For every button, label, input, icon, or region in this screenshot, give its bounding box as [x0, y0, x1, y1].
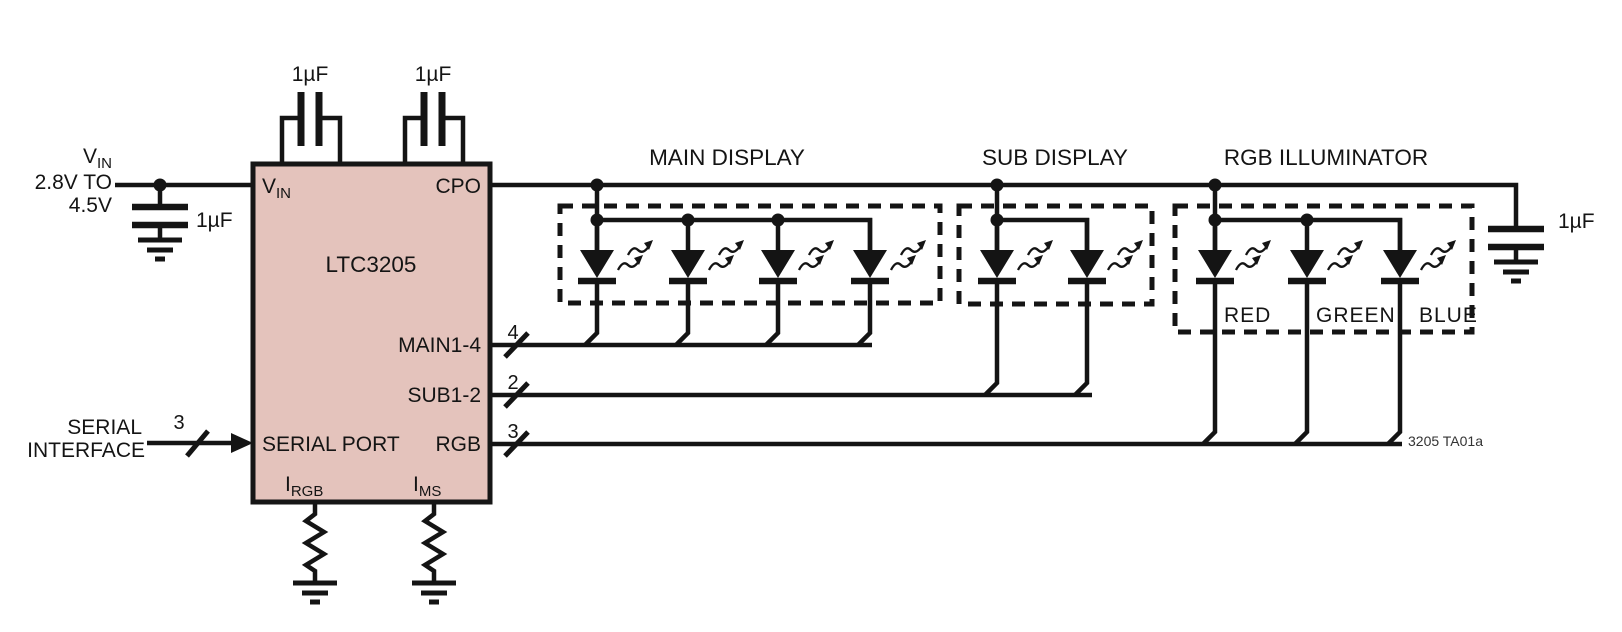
- led-icon: [759, 218, 834, 281]
- figure-id: 3205 TA01a: [1408, 433, 1483, 449]
- main-bus-width: 4: [507, 322, 518, 344]
- irgb-resistor-icon: [293, 502, 337, 602]
- pin-label-irgb: IRGB: [285, 473, 323, 500]
- chip-name: LTC3205: [326, 252, 417, 277]
- flying-capacitor2-icon: [405, 92, 463, 164]
- blue-led-label: BLUE: [1419, 304, 1478, 327]
- led-icon: [978, 218, 1053, 281]
- sub-display-leds: [978, 218, 1143, 281]
- sub-display-box: [956, 203, 1155, 307]
- main-display-leds: [578, 218, 926, 281]
- red-led-label: RED: [1224, 304, 1271, 327]
- input-capacitor-icon: [132, 185, 188, 259]
- flying-capacitor1-icon: [282, 92, 340, 164]
- arrowhead-icon: [231, 433, 253, 453]
- pin-label-sub1-2: SUB1-2: [407, 384, 481, 407]
- junction-dot: [1208, 178, 1222, 192]
- pin-label-main1-4: MAIN1-4: [398, 334, 481, 357]
- vin-source-label: VIN 2.8V TO 4.5V: [35, 145, 112, 217]
- main-cathode-wires: [583, 283, 873, 347]
- sub-anode-bus: [997, 217, 1090, 250]
- serial-interface-label: SERIAL INTERFACE: [27, 416, 145, 462]
- svg-text:VIN: VIN: [83, 145, 112, 172]
- pin-label-cpo: CPO: [435, 175, 481, 198]
- rgb-illuminator-label: RGB ILLUMINATOR: [1224, 145, 1428, 170]
- chip-body: [250, 161, 493, 505]
- svg-text:SERIAL: SERIAL: [67, 416, 142, 439]
- green-led-label: GREEN: [1316, 304, 1396, 327]
- led-icon: [1068, 218, 1143, 281]
- sub-bus-width: 2: [507, 372, 518, 394]
- led-icon: [1381, 218, 1456, 281]
- output-capacitor-icon: [1488, 207, 1544, 281]
- bus-slash-icon: [503, 331, 530, 359]
- output-cap-value: 1µF: [1558, 210, 1595, 233]
- pin-label-rgb: RGB: [435, 433, 481, 456]
- led-icon: [851, 218, 926, 281]
- sub-cathode-wires: [983, 283, 1090, 397]
- flying-cap1-value: 1µF: [292, 63, 329, 86]
- bus-slash-icon: [503, 430, 530, 458]
- serial-net: [147, 429, 253, 458]
- rgb-illuminator-box: [1172, 203, 1475, 335]
- flying-cap2-value: 1µF: [415, 63, 452, 86]
- input-cap-value: 1µF: [196, 209, 233, 232]
- pin-label-vin: VIN: [262, 175, 291, 202]
- serial-bus-width: 3: [173, 412, 184, 434]
- led-icon: [669, 218, 744, 281]
- main-display-box: [557, 203, 943, 306]
- led-icon: [1196, 218, 1271, 281]
- svg-text:4.5V: 4.5V: [69, 194, 112, 217]
- ims-resistor-icon: [412, 502, 456, 602]
- pin-label-ims: IMS: [413, 473, 441, 500]
- bus-slash-icon: [185, 429, 210, 458]
- led-icon: [1288, 218, 1363, 281]
- junction-dot: [990, 178, 1004, 192]
- led-icon: [578, 218, 653, 281]
- main-display-label: MAIN DISPLAY: [649, 145, 805, 170]
- cpo-wire: [490, 182, 1519, 207]
- svg-text:2.8V TO: 2.8V TO: [35, 171, 112, 194]
- bus-slash-icon: [503, 381, 530, 409]
- rgb-bus-width: 3: [507, 421, 518, 443]
- pin-label-serial-port: SERIAL PORT: [262, 433, 400, 456]
- rgb-illuminator-leds: [1196, 218, 1456, 281]
- svg-text:INTERFACE: INTERFACE: [27, 439, 145, 462]
- sub-display-label: SUB DISPLAY: [982, 145, 1128, 170]
- junction-dot: [590, 178, 604, 192]
